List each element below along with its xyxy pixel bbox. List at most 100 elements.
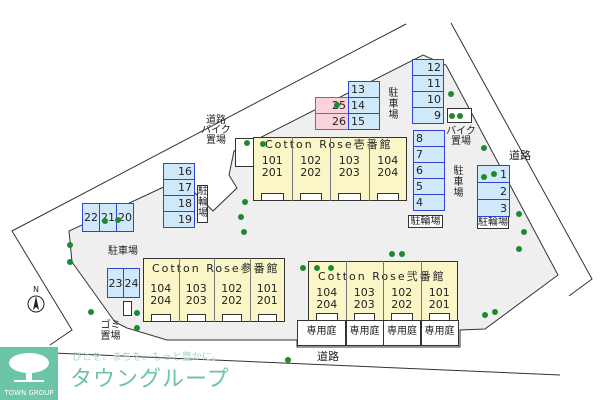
unit-1f: 103	[185, 282, 207, 295]
unit-1f: 104	[150, 282, 172, 295]
unit-2f: 202	[300, 166, 322, 179]
tree-icon	[314, 265, 320, 271]
parking-space-18: 18	[163, 195, 195, 212]
tree-icon	[67, 259, 73, 265]
tree-icon	[328, 265, 334, 271]
unit-2f: 202	[221, 294, 243, 307]
unit-2f: 201	[261, 166, 283, 179]
parking-label-right: 駐車場	[453, 166, 464, 199]
unit-1f: 101	[261, 154, 283, 167]
tree-icon	[516, 246, 522, 252]
building-name: Cotton Rose参番館	[152, 262, 280, 275]
bike-parking-label: バイク置場	[446, 126, 476, 147]
tree-icon	[134, 310, 140, 316]
balcony	[376, 193, 399, 201]
road-label-bottom: 道路	[317, 350, 339, 363]
building-name: Cotton Rose壱番館	[265, 138, 393, 151]
unit-1f: 101	[256, 282, 278, 295]
building-name: Cotton Rose弐番館	[318, 270, 446, 283]
balcony	[257, 314, 277, 322]
parking-space-19: 19	[163, 211, 195, 228]
balcony	[261, 193, 284, 201]
town-group-logo: TOWN GROUP	[0, 347, 58, 400]
tree-icon	[389, 251, 395, 257]
tree-icon	[457, 113, 463, 119]
parking-space-16: 16	[163, 163, 195, 180]
road-label-right: 道路	[509, 149, 531, 162]
parking-space-24: 24	[123, 268, 140, 298]
private-garden: 専用庭	[420, 320, 459, 346]
balcony	[299, 193, 322, 201]
garbage-label: ゴミ置場	[100, 320, 121, 342]
parking-space-9: 9	[412, 107, 444, 124]
unit-2f: 203	[338, 166, 360, 179]
unit-1f: 101	[428, 286, 450, 299]
parking-space-2: 2	[477, 182, 510, 200]
balcony	[186, 314, 206, 322]
unit-divider	[345, 261, 347, 321]
parking-space-5: 5	[413, 178, 445, 195]
tree-icon	[448, 91, 454, 97]
logo-company-text: TOWN GROUP	[4, 389, 54, 397]
tree-icon	[67, 242, 73, 248]
compass-needle-icon	[27, 295, 45, 313]
parking-space-6: 6	[413, 162, 445, 179]
tree-icon	[115, 217, 121, 223]
tree-icon	[238, 214, 244, 220]
unit-divider	[420, 261, 422, 321]
unit-1f: 102	[300, 154, 322, 167]
parking-space-14: 14	[348, 97, 380, 114]
bicycle-parking-left: 駐輪場	[197, 185, 208, 223]
parking-space-20: 20	[116, 203, 134, 232]
unit-divider	[291, 137, 293, 201]
parking-space-8: 8	[413, 130, 445, 147]
garbage-box	[123, 301, 132, 316]
parking-space-10: 10	[412, 91, 444, 108]
tree-icon	[300, 265, 306, 271]
unit-1f: 104	[377, 154, 399, 167]
unit-divider	[383, 261, 384, 321]
north-compass-icon: N	[26, 286, 46, 314]
parking-space-11: 11	[412, 75, 444, 92]
parking-space-21: 21	[99, 203, 117, 232]
unit-2f: 204	[150, 294, 172, 307]
tree-icon	[491, 171, 497, 177]
tree-icon	[244, 140, 250, 146]
bicycle-parking-right: 駐輪場	[477, 216, 509, 229]
unit-1f: 103	[338, 154, 360, 167]
parking-space-17: 17	[163, 179, 195, 196]
label-line: 置場	[206, 135, 226, 146]
tree-icon	[241, 229, 247, 235]
private-garden: 専用庭	[383, 320, 421, 346]
parking-space-7: 7	[413, 146, 445, 163]
label-line: 道路	[206, 115, 226, 126]
tree-icon	[492, 309, 498, 315]
unit-divider	[214, 258, 215, 322]
tree-icon	[399, 251, 405, 257]
parking-label-left: 駐車場	[108, 246, 138, 257]
tree-icon	[285, 357, 291, 363]
private-garden: 専用庭	[345, 320, 384, 346]
unit-2f: 201	[256, 294, 278, 307]
tree-icon	[516, 211, 522, 217]
tree-logo-icon	[9, 353, 49, 382]
tree-icon	[481, 145, 487, 151]
tree-icon	[481, 174, 487, 180]
label-line: バイク	[201, 125, 231, 136]
tree-icon	[449, 113, 455, 119]
unit-1f: 104	[316, 286, 338, 299]
tree-icon	[334, 102, 340, 108]
unit-divider	[368, 137, 370, 201]
balcony	[338, 193, 361, 201]
tree-icon	[242, 199, 248, 205]
unit-2f: 204	[377, 166, 399, 179]
